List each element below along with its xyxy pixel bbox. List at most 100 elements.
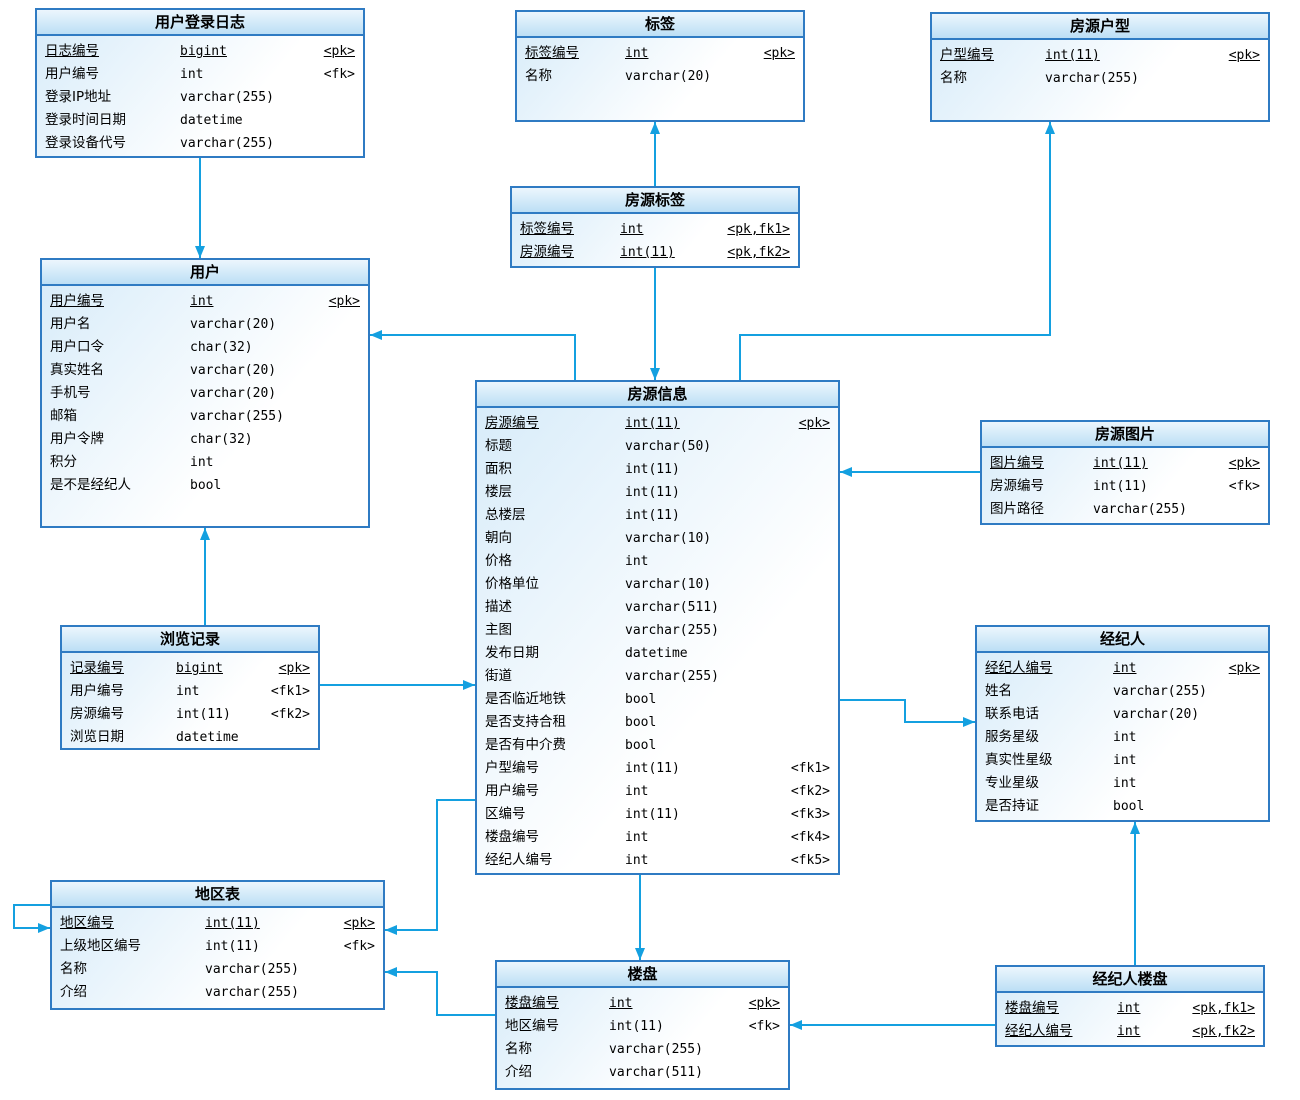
column-name: 上级地区编号 [60,938,141,954]
column-row: 价格 int [485,550,830,573]
relationship-house-info-to-region [385,799,475,935]
entity-tag[interactable]: 标签 标签编号 int <pk> 名称 varchar(20) [515,10,805,122]
entity-browse_record[interactable]: 浏览记录 记录编号 bigint <pk> 用户编号 int <fk1> 房源编… [60,625,320,750]
entity-agent_estate[interactable]: 经纪人楼盘 楼盘编号 int <pk,fk1> 经纪人编号 int <pk,fk… [995,965,1265,1047]
column-type: int [180,67,204,82]
entity-agent[interactable]: 经纪人 经纪人编号 int <pk> 姓名 varchar(255) 联系电话 … [975,625,1270,822]
column-name: 是否持证 [985,798,1039,814]
column-name: 房源编号 [70,706,124,722]
table-title: 标签 [517,12,803,38]
column-name: 朝向 [485,530,512,546]
column-row: 是否支持合租 bool [485,711,830,734]
column-row: 真实性星级 int [985,749,1260,772]
column-name: 房源编号 [485,415,539,431]
entity-estate[interactable]: 楼盘 楼盘编号 int <pk> 地区编号 int(11) <fk> 名称 va… [495,960,790,1090]
column-name: 登录设备代号 [45,135,126,151]
column-row: 名称 varchar(255) [60,958,375,981]
table-title: 用户 [42,260,368,286]
entity-region[interactable]: 地区表 地区编号 int(11) <pk> 上级地区编号 int(11) <fk… [50,880,385,1010]
column-name: 地区编号 [505,1018,559,1034]
column-name: 介绍 [60,984,87,1000]
column-type: varchar(255) [609,1042,703,1057]
column-type: int(11) [176,707,231,722]
column-name: 名称 [60,961,87,977]
column-key: <pk,fk1> [727,222,790,237]
column-row: 经纪人编号 int <pk> [985,657,1260,680]
column-name: 登录时间日期 [45,112,126,128]
column-row: 登录设备代号 varchar(255) [45,132,355,155]
entity-house_type[interactable]: 房源户型 户型编号 int(11) <pk> 名称 varchar(255) [930,12,1270,122]
table-body: 房源编号 int(11) <pk> 标题 varchar(50) 面积 int(… [477,408,838,872]
column-type: varchar(255) [205,962,299,977]
column-row: 描述 varchar(511) [485,596,830,619]
column-row: 图片编号 int(11) <pk> [990,452,1260,475]
column-row: 房源编号 int(11) <pk> [485,412,830,435]
column-type: int [1113,776,1137,791]
table-title: 房源信息 [477,382,838,408]
column-name: 用户口令 [50,339,104,355]
column-type: int(11) [205,916,260,931]
column-name: 户型编号 [940,47,994,63]
column-type: int [1113,730,1137,745]
column-row: 是否持证 bool [985,795,1260,818]
entity-user[interactable]: 用户 用户编号 int <pk> 用户名 varchar(20) 用户口令 ch… [40,258,370,528]
table-title: 经纪人楼盘 [997,967,1263,993]
table-body: 标签编号 int <pk> 名称 varchar(20) [517,38,803,88]
column-type: varchar(511) [625,600,719,615]
column-type: char(32) [190,432,253,447]
column-type: bool [625,738,657,753]
column-row: 是否临近地铁 bool [485,688,830,711]
column-type: int(11) [1093,479,1148,494]
column-key: <pk> [323,44,355,59]
column-row: 真实姓名 varchar(20) [50,359,360,382]
column-type: varchar(255) [205,985,299,1000]
column-row: 地区编号 int(11) <fk> [505,1015,780,1038]
column-row: 名称 varchar(20) [525,65,795,88]
column-row: 浏览日期 datetime [70,726,310,748]
column-type: int [625,554,649,569]
column-row: 朝向 varchar(10) [485,527,830,550]
column-name: 价格 [485,553,512,569]
column-type: varchar(255) [625,669,719,684]
entity-user_login_log[interactable]: 用户登录日志 日志编号 bigint <pk> 用户编号 int <fk> 登录… [35,8,365,158]
column-key: <pk> [1228,456,1260,471]
entity-house_info[interactable]: 房源信息 房源编号 int(11) <pk> 标题 varchar(50) 面积… [475,380,840,875]
column-row: 价格单位 varchar(10) [485,573,830,596]
column-key: <pk,fk1> [1192,1001,1255,1016]
column-row: 用户编号 int <fk1> [70,680,310,703]
column-type: int(11) [1045,48,1100,63]
column-row: 介绍 varchar(255) [60,981,375,1004]
column-type: int [190,455,214,470]
column-name: 姓名 [985,683,1012,699]
column-key: <pk,fk2> [727,245,790,260]
column-type: varchar(255) [180,90,274,105]
entity-house_image[interactable]: 房源图片 图片编号 int(11) <pk> 房源编号 int(11) <fk>… [980,420,1270,525]
column-row: 户型编号 int(11) <pk> [940,44,1260,67]
column-type: varchar(20) [625,69,712,84]
column-type: int(11) [625,485,680,500]
table-body: 地区编号 int(11) <pk> 上级地区编号 int(11) <fk> 名称… [52,908,383,1004]
column-type: int(11) [625,416,680,431]
column-key: <fk3> [790,807,830,822]
column-name: 图片编号 [990,455,1044,471]
column-name: 户型编号 [485,760,539,776]
column-type: varchar(255) [1113,684,1207,699]
column-type: varchar(20) [190,317,277,332]
column-type: datetime [180,113,243,128]
table-title: 经纪人 [977,627,1268,653]
column-name: 是否有中介费 [485,737,566,753]
column-row: 登录时间日期 datetime [45,109,355,132]
column-type: int(11) [205,939,260,954]
column-type: int [176,684,200,699]
column-name: 标题 [485,438,512,454]
entity-house_tag[interactable]: 房源标签 标签编号 int <pk,fk1> 房源编号 int(11) <pk,… [510,186,800,268]
column-name: 是否临近地铁 [485,691,566,707]
column-name: 用户编号 [45,66,99,82]
column-row: 手机号 varchar(20) [50,382,360,405]
table-body: 楼盘编号 int <pk> 地区编号 int(11) <fk> 名称 varch… [497,988,788,1084]
column-name: 登录IP地址 [45,89,112,105]
column-type: int [1113,753,1137,768]
column-row: 房源编号 int(11) <pk,fk2> [520,241,790,264]
column-row: 标签编号 int <pk,fk1> [520,218,790,241]
column-key: <fk1> [790,761,830,776]
